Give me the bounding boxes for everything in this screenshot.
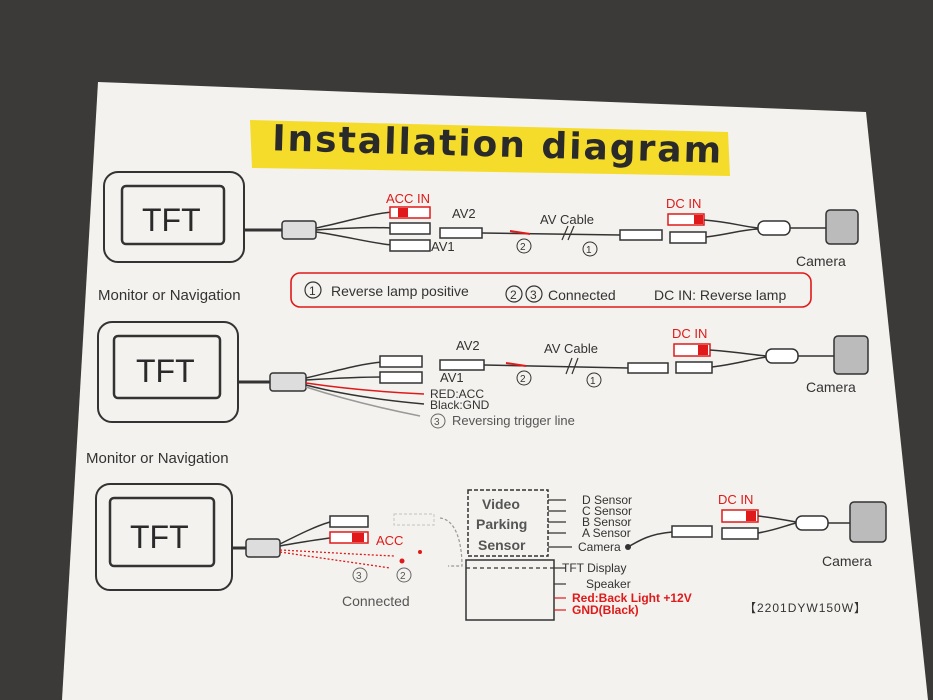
av-cable-num-1: 1 — [586, 245, 592, 256]
speaker-label: Speaker — [586, 577, 631, 591]
trigger-num: 3 — [434, 417, 440, 428]
d-sensor-label: D Sensor — [582, 493, 632, 507]
section-1: TFT Monitor or Navigation ACC IN AV2 AV1… — [98, 171, 859, 304]
av2-label-2: AV2 — [456, 338, 480, 353]
av1-label-1: AV1 — [431, 239, 455, 254]
av-cable-plug-left-2 — [439, 359, 485, 371]
monitor-1-caption: Monitor or Navigation — [98, 287, 241, 304]
legend-num-2: 2 — [510, 288, 517, 302]
camera-video-plug-2 — [675, 361, 713, 374]
camera-3 — [849, 501, 887, 543]
section-3: TFT ACC 3 2 Connected Video Parking Sens… — [95, 483, 887, 621]
monitor-2-screen — [112, 334, 222, 400]
acc-in-plug — [389, 206, 431, 219]
av1-plug-2 — [379, 371, 423, 384]
legend-num-1: 1 — [309, 284, 316, 298]
monitor-1 — [103, 171, 245, 263]
av-cable-num-1b: 1 — [590, 376, 596, 387]
av-cable-plug-right-1 — [619, 229, 663, 241]
av-cable-label-1: AV Cable — [540, 212, 594, 227]
av2-label-1: AV2 — [452, 206, 476, 221]
av-cable-label-2: AV Cable — [544, 341, 598, 356]
monitor-1-label: TFT — [142, 202, 201, 238]
connected-num-2: 2 — [400, 571, 406, 582]
legend-num-3: 3 — [530, 288, 537, 302]
red-acc-label: RED:ACC — [430, 387, 484, 401]
connected-num-3: 3 — [356, 571, 362, 582]
monitor-2-label: TFT — [136, 353, 195, 389]
legend-dc-in: DC IN: Reverse lamp — [654, 287, 786, 303]
monitor-1-screen — [120, 184, 226, 246]
model-number: 【2201DYW150W】 — [744, 601, 867, 615]
monitor-3 — [95, 483, 233, 591]
sensor-module-body — [465, 559, 555, 621]
av-cable-num-2: 2 — [520, 242, 526, 253]
harness-connector-3 — [245, 538, 281, 558]
a-sensor-label: A Sensor — [582, 526, 631, 540]
section-2: TFT Monitor or Navigation AV2 AV1 RED:AC… — [86, 321, 869, 467]
camera-2 — [833, 335, 869, 375]
harness-connector-1 — [281, 220, 317, 240]
black-gnd-label: Black:GND — [430, 398, 490, 412]
box-line-3: Sensor — [478, 537, 526, 553]
av-cable-plug-right-2 — [627, 362, 669, 374]
av-cable-num-2b: 2 — [520, 374, 526, 385]
acc-plug-3 — [329, 531, 369, 544]
box-line-2: Parking — [476, 516, 527, 532]
dc-in-label-3: DC IN — [718, 492, 753, 507]
camera-1 — [825, 209, 859, 245]
camera-label-2: Camera — [806, 379, 856, 395]
dc-in-label-2: DC IN — [672, 326, 707, 341]
video-plug-3 — [329, 515, 369, 528]
box-line-1: Video — [482, 496, 520, 512]
legend-item-23: Connected — [548, 287, 616, 303]
monitor-2-caption: Monitor or Navigation — [86, 450, 229, 467]
b-sensor-label: B Sensor — [582, 515, 631, 529]
title-banner — [250, 120, 730, 176]
legend-item-1: Reverse lamp positive — [331, 283, 469, 299]
harness-connector-2 — [269, 372, 307, 392]
av1-plug-1 — [389, 239, 431, 252]
camera-label-3: Camera — [822, 553, 872, 569]
dc-in-label-1: DC IN — [666, 196, 701, 211]
connected-label: Connected — [342, 593, 410, 609]
av2-plug-1 — [389, 222, 431, 235]
trigger-line-label: Reversing trigger line — [452, 413, 575, 428]
av-cable-plug-left-1 — [439, 227, 483, 239]
monitor-3-label: TFT — [130, 519, 189, 555]
camera-label-1: Camera — [796, 253, 846, 269]
monitor-3-screen — [108, 496, 216, 568]
camera-port-label: Camera — [578, 540, 621, 554]
monitor-2 — [97, 321, 239, 423]
camera-video-plug-1 — [669, 231, 707, 244]
tft-display-label: TFT Display — [562, 561, 626, 575]
legend-box: 1 Reverse lamp positive 2 3 Connected DC… — [290, 272, 812, 308]
video-parking-sensor-box — [467, 489, 549, 557]
av1-label-2: AV1 — [440, 370, 464, 385]
gnd-label: GND(Black) — [572, 603, 639, 617]
dc-in-plug-1 — [667, 213, 705, 226]
c-sensor-label: C Sensor — [582, 504, 632, 518]
acc-label-3: ACC — [376, 533, 403, 548]
av2-plug-2 — [379, 355, 423, 368]
acc-in-label: ACC IN — [386, 191, 430, 206]
backlight-label: Red:Back Light +12V — [572, 591, 692, 605]
camera-video-plug-3 — [671, 525, 713, 538]
